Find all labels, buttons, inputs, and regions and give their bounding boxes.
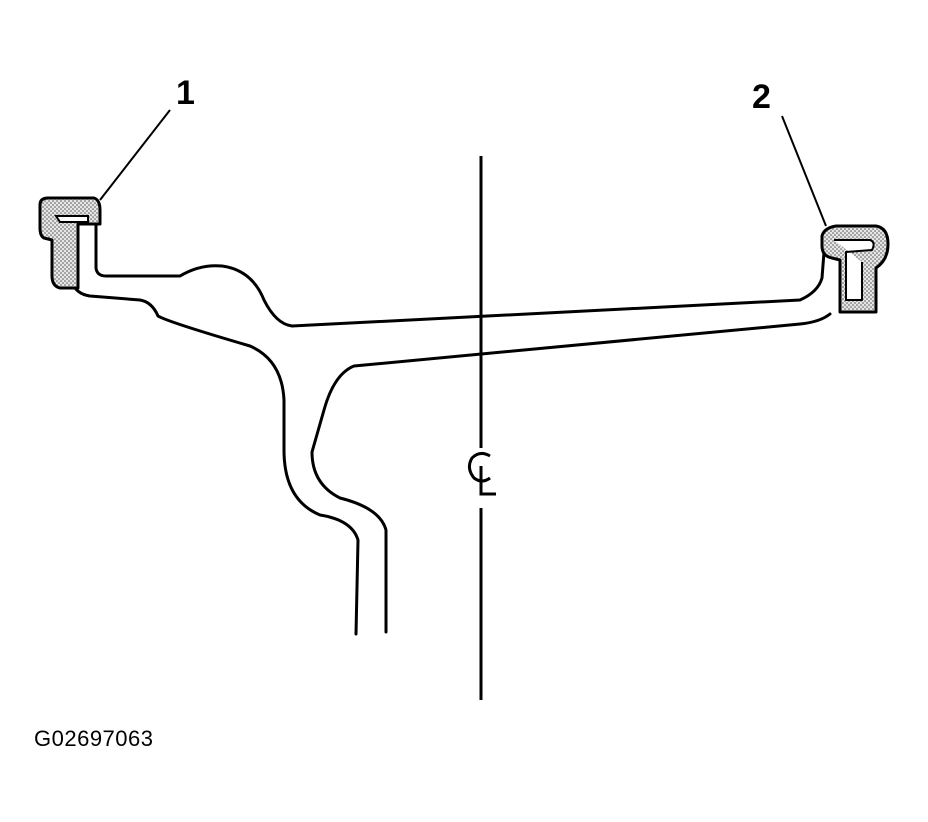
figure-id: G02697063 — [34, 726, 154, 751]
callout-1-leader-line — [99, 109, 171, 201]
wheel-rim-profile — [70, 203, 842, 636]
callout-2-leader-line — [781, 115, 827, 227]
callout-1-label: 1 — [176, 74, 195, 112]
centerline-symbol — [467, 451, 496, 496]
inner-flange-weight — [38, 196, 102, 290]
callout-2-label: 2 — [752, 78, 771, 116]
outer-flange-weight — [820, 224, 890, 314]
